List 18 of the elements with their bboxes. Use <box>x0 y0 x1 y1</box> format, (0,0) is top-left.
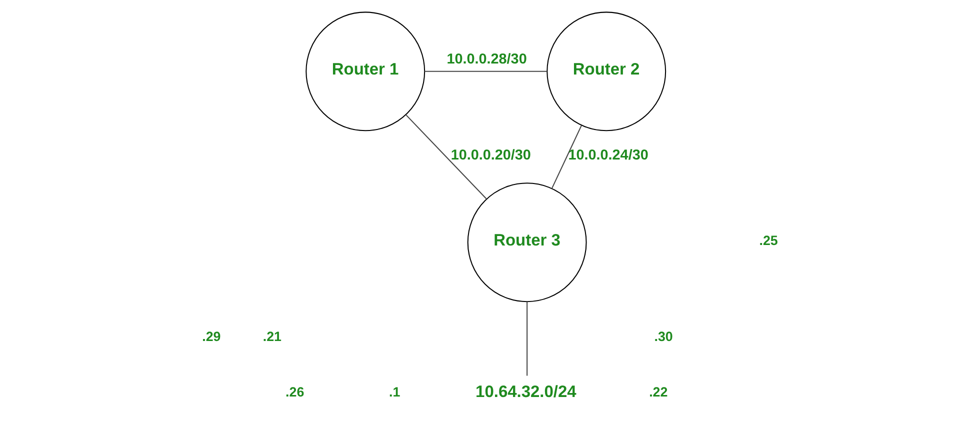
connector <box>424 70 546 72</box>
label: .22 <box>648 384 668 400</box>
node-circle: Router 3 <box>466 182 586 302</box>
label: .30 <box>654 329 672 344</box>
node-text: 10.64.32.0/24 <box>475 383 576 402</box>
label: .21 <box>262 329 281 344</box>
edge-label: 10.0.0.20/30 <box>450 148 530 164</box>
edge-label: 10.0.0.28/30 <box>446 51 526 68</box>
edge-label: 10.0.0.24/30 <box>568 148 648 164</box>
connector <box>405 114 486 200</box>
node-circle: Router 1 <box>305 12 425 132</box>
label: .1 <box>388 384 400 400</box>
connector <box>550 125 582 189</box>
node-circle: Router 2 <box>546 12 666 132</box>
label: .29 <box>202 329 220 344</box>
label: .25 <box>758 232 778 248</box>
label: .26 <box>285 384 304 400</box>
connector <box>526 302 528 376</box>
